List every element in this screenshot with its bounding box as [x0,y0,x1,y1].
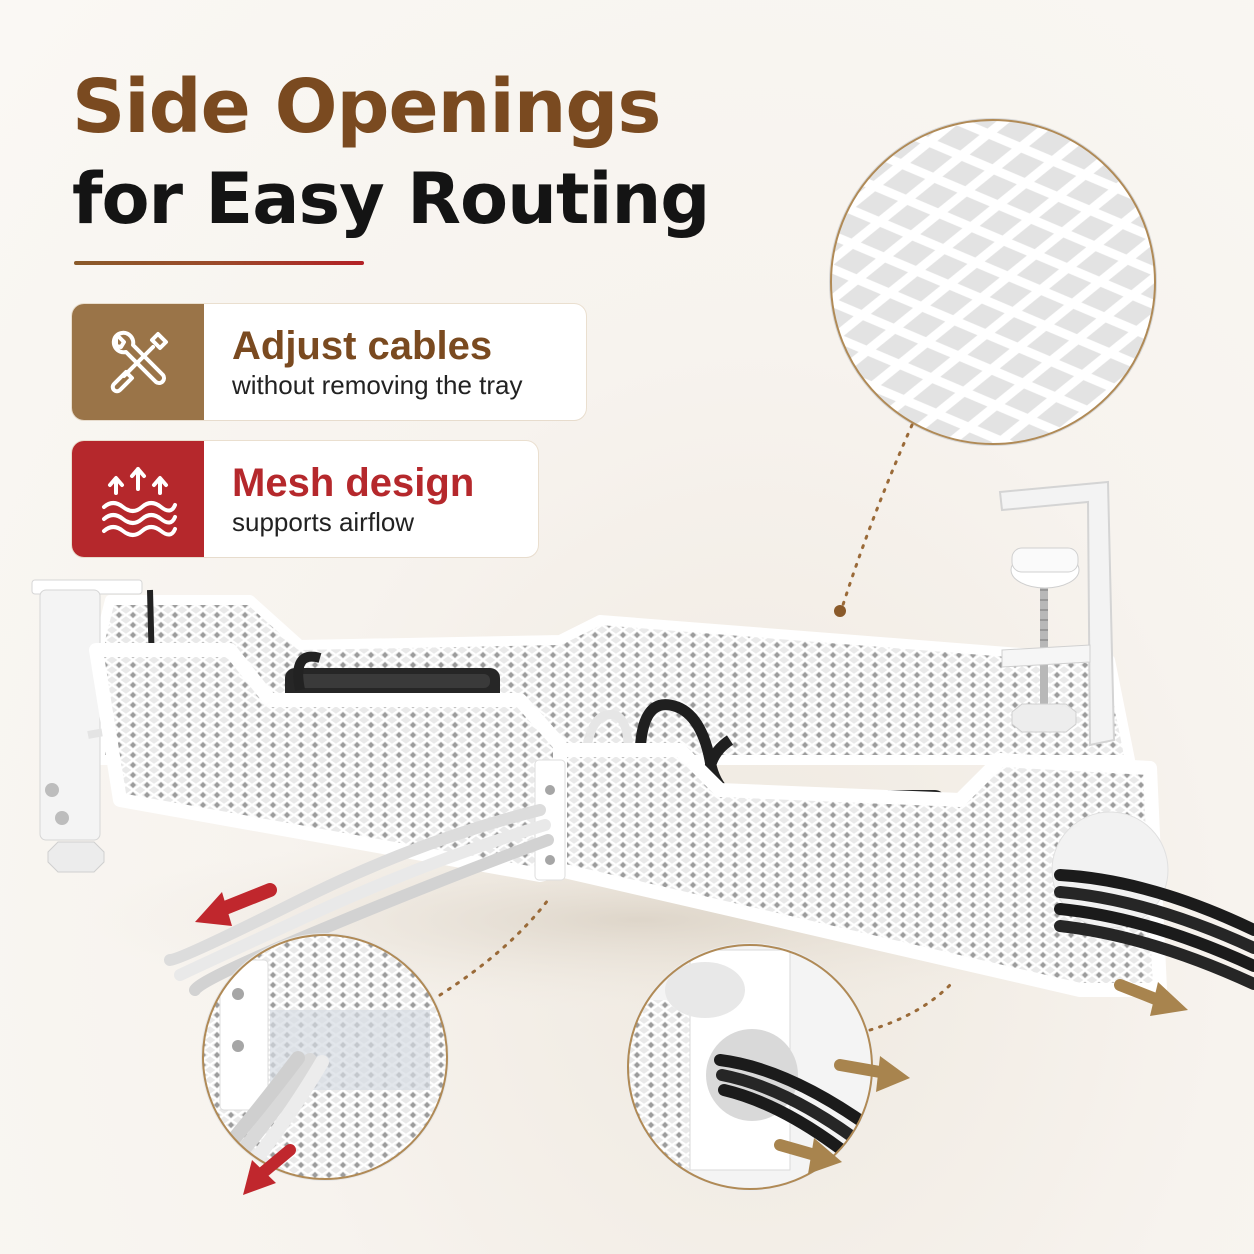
right-opening-zoom [626,943,952,1191]
feature-subtitle: without removing the tray [232,370,523,400]
feature-card-mesh-design: Mesh design supports airflow [72,441,538,557]
feature-title: Adjust cables [232,324,493,368]
feature-title: Mesh design [232,461,475,505]
left-clamp [31,579,171,873]
white-cables [164,804,554,996]
headline-line-2: for Easy Routing [72,158,710,240]
tools-icon [72,304,204,420]
right-clamp [998,480,1116,747]
airflow-icon [72,441,204,557]
headline-line-1: Side Openings [72,64,661,150]
black-cables [1054,869,1254,990]
headline-divider [74,261,364,265]
left-opening-zoom [201,898,550,1195]
left-exit-arrow [195,883,277,926]
feature-subtitle: supports airflow [232,507,415,537]
right-exit-arrow [1114,979,1188,1016]
tray-front-panel [89,643,1169,997]
feature-card-adjust-cables: Adjust cables without removing the tray [72,304,586,420]
mesh-detail-zoom [829,118,1157,617]
